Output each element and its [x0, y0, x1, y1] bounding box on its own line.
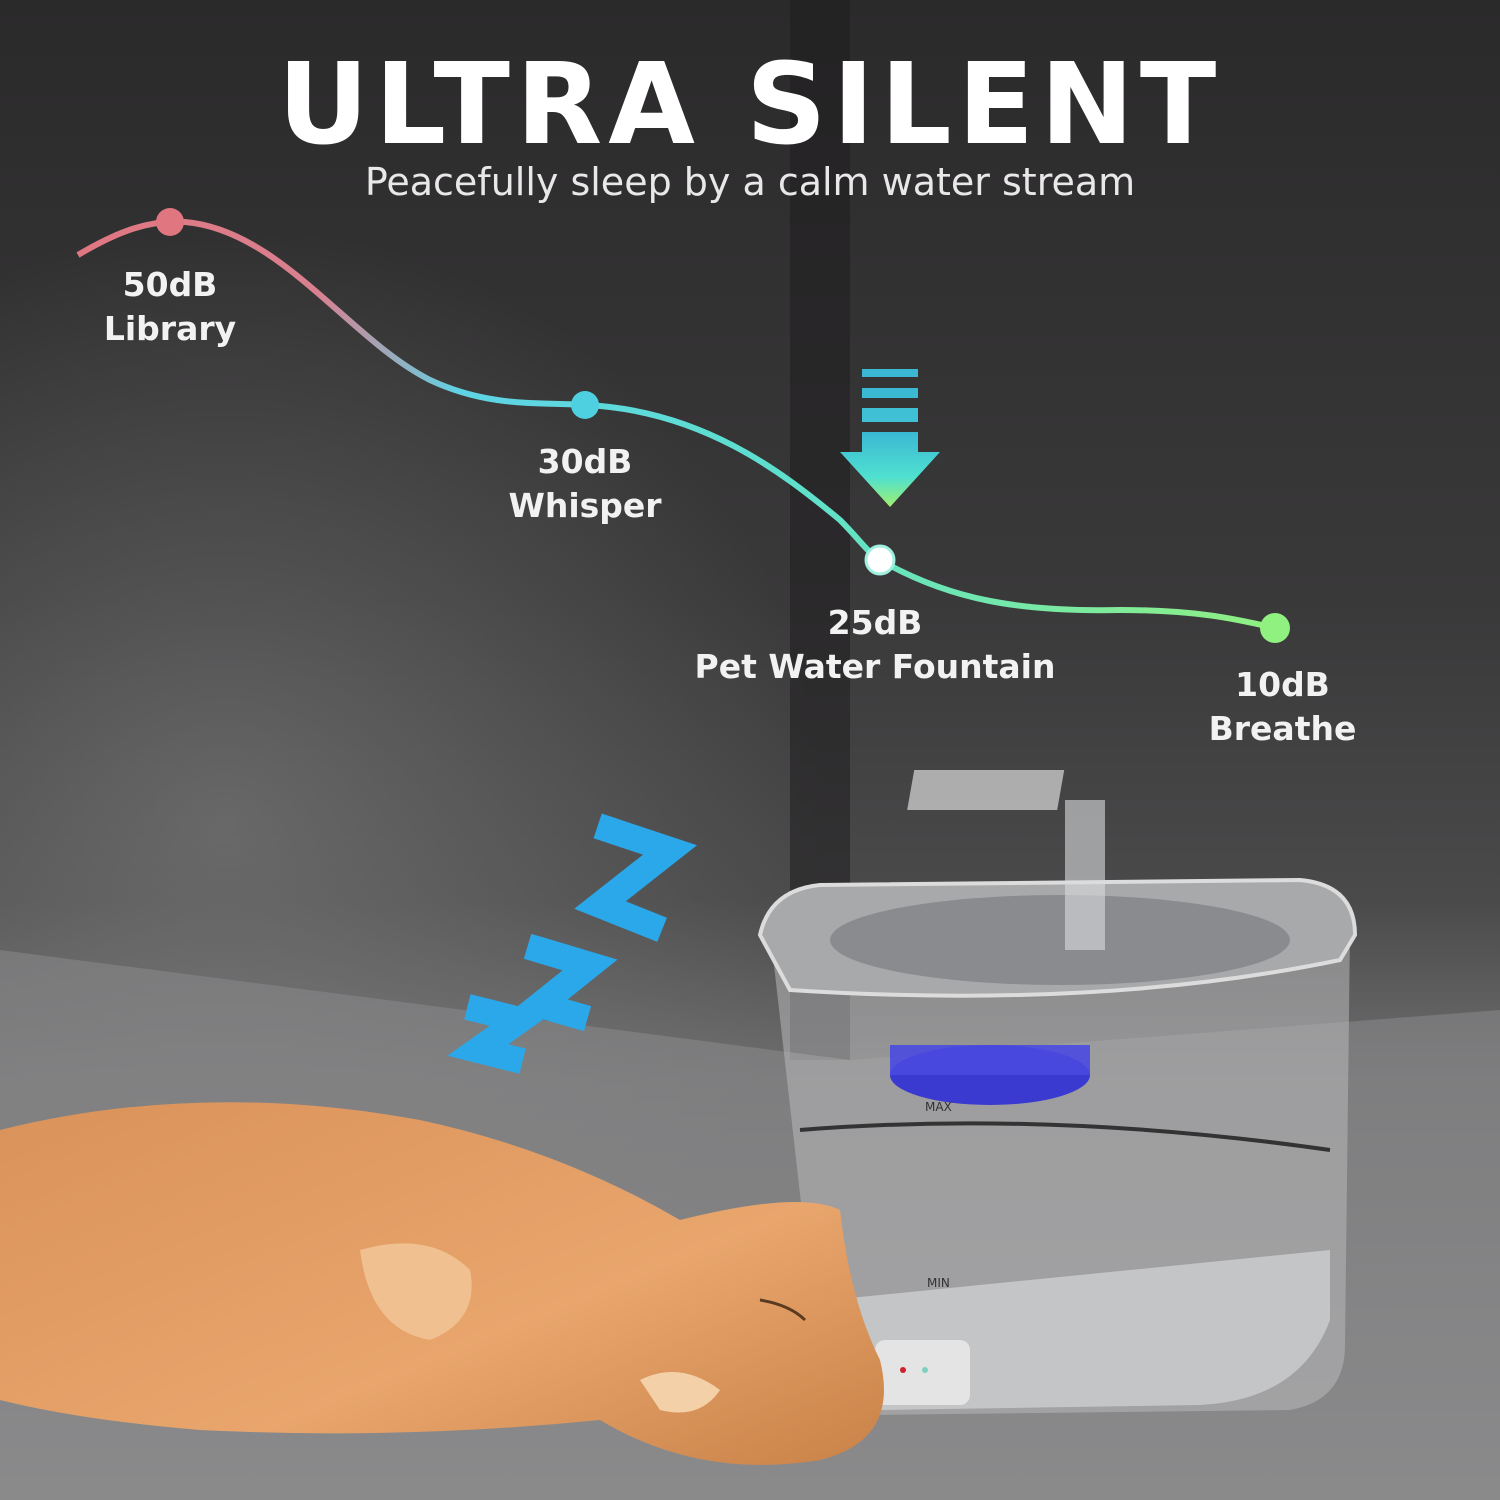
noise-curve — [76, 218, 1276, 631]
label-library: 50dB Library — [70, 263, 270, 351]
sleeping-cat — [0, 1102, 884, 1465]
level-10db: 10dB — [1235, 665, 1330, 704]
level-50db: 50dB — [122, 265, 218, 304]
point-10db — [1260, 613, 1290, 643]
label-whisper: 30dB Whisper — [480, 440, 690, 528]
pet-water-fountain: MAX MIN — [757, 770, 1358, 1415]
label-fountain-text: Pet Water Fountain — [694, 647, 1056, 686]
level-25db: 25dB — [827, 603, 923, 642]
level-30db: 30dB — [537, 442, 633, 481]
sleep-zzz-icon — [447, 813, 698, 1074]
min-mark: MIN — [927, 1276, 950, 1290]
down-arrow-icon — [840, 369, 940, 507]
headline: ULTRA SILENT — [277, 40, 1223, 170]
max-mark: MAX — [925, 1100, 952, 1114]
label-library-text: Library — [103, 309, 237, 348]
label-breathe: 10dB Breathe — [1180, 663, 1385, 751]
point-50db — [156, 208, 184, 236]
subheadline: Peacefully sleep by a calm water stream — [364, 160, 1136, 204]
label-whisper-text: Whisper — [508, 486, 662, 525]
label-breathe-text: Breathe — [1208, 709, 1357, 748]
point-25db — [864, 544, 896, 576]
label-fountain: 25dB Pet Water Fountain — [670, 601, 1080, 689]
point-30db — [571, 391, 599, 419]
